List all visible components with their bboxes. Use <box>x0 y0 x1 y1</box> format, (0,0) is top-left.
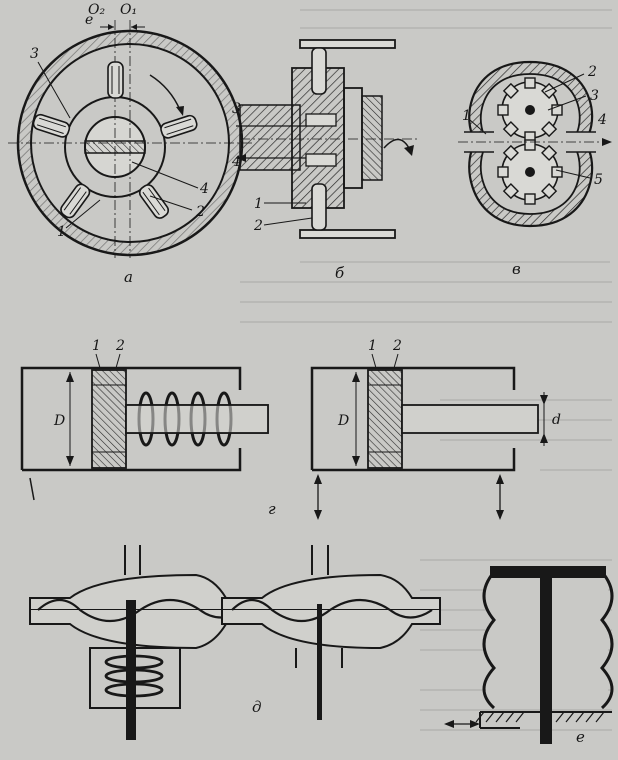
caption-g: г <box>268 500 276 518</box>
label-b-1: 1 <box>254 196 263 212</box>
figure-a-radial-pump: e O₂ O₁ 3 4 2 1 а <box>8 2 252 286</box>
label-a-o2: O₂ <box>88 2 105 18</box>
label-v-1: 1 <box>462 108 471 124</box>
label-v-2: 2 <box>587 64 597 80</box>
label-v-3: 3 <box>590 88 599 104</box>
figure-v-gear-pump: 1 2 3 4 5 в <box>458 60 612 278</box>
label-a-4: 4 <box>199 181 209 197</box>
label-g-left-D: D <box>53 413 65 429</box>
label-b-4: 4 <box>231 154 241 170</box>
label-a-e: e <box>85 12 93 28</box>
figure-e-bellows: е <box>444 566 614 746</box>
figure-b-axial-section: 3 4 1 2 б <box>231 39 420 282</box>
label-b-3: 3 <box>232 101 241 117</box>
caption-b: б <box>335 264 345 282</box>
caption-a: а <box>124 268 133 286</box>
figure-g-cylinders: D 1 2 D 1 2 d г <box>20 338 561 520</box>
label-g-right-1: 1 <box>368 338 377 354</box>
label-g-right-2: 2 <box>392 338 402 354</box>
label-b-2: 2 <box>253 218 263 234</box>
caption-v: в <box>512 260 521 278</box>
label-v-4: 4 <box>597 112 607 128</box>
label-a-1: 1 <box>57 224 66 240</box>
label-g-left-2: 2 <box>115 338 125 354</box>
label-v-5: 5 <box>594 172 603 188</box>
label-a-3: 3 <box>30 46 39 62</box>
label-a-2: 2 <box>195 204 205 220</box>
caption-e: е <box>576 728 585 746</box>
caption-d: д <box>252 698 262 716</box>
label-g-left-1: 1 <box>92 338 101 354</box>
label-a-o1: O₁ <box>120 2 137 18</box>
figure-d-diaphragms: д <box>29 545 441 740</box>
label-g-right-d: d <box>552 412 561 428</box>
label-g-right-D: D <box>337 413 349 429</box>
